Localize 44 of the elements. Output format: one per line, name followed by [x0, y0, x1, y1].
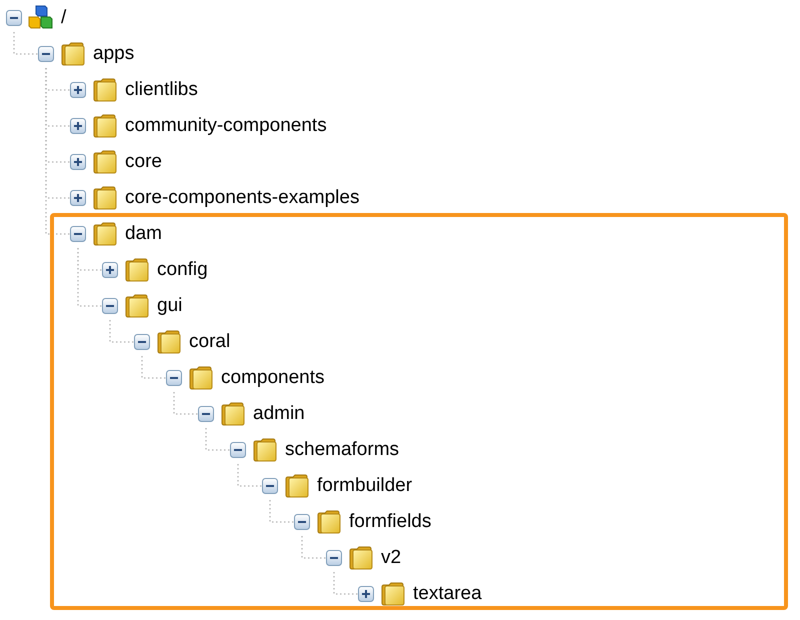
folder-name: formbuilder — [317, 475, 412, 497]
tree-item — [70, 220, 162, 248]
folder-name: formfields — [349, 511, 432, 533]
tree-item — [38, 40, 134, 68]
tree-item — [70, 112, 327, 140]
tree-item — [198, 400, 305, 428]
tree-item — [294, 508, 432, 536]
tree-item — [326, 544, 402, 572]
tree-item — [70, 184, 360, 212]
folder-name: v2 — [381, 547, 402, 569]
folder-name: gui — [157, 295, 182, 317]
tree-connector — [173, 392, 198, 415]
tree-connector — [205, 428, 230, 451]
folder-name: apps — [93, 43, 134, 65]
folder-name: components — [221, 367, 325, 389]
tree-item — [262, 472, 412, 500]
tree-connector — [301, 536, 326, 559]
folder-name: admin — [253, 403, 305, 425]
tree-item — [134, 328, 230, 356]
folder-name: core — [125, 151, 162, 173]
tree-item — [102, 292, 182, 320]
tree-item — [230, 436, 400, 464]
tree-item — [70, 148, 162, 176]
folder-name: config — [157, 259, 208, 281]
tree-connector — [109, 320, 134, 343]
tree-connector — [13, 32, 38, 55]
tree-item — [166, 364, 325, 392]
folder-name: textarea — [413, 583, 482, 605]
tree-connector — [237, 464, 262, 487]
tree-connector — [269, 500, 294, 523]
tree-item — [358, 580, 482, 608]
highlight-frame — [50, 213, 788, 610]
folder-name: core-components-examples — [125, 187, 360, 209]
folder-name: clientlibs — [125, 79, 198, 101]
tree-connector — [141, 356, 166, 379]
folder-name: / — [61, 7, 66, 29]
folder-name: community-components — [125, 115, 327, 137]
tree-connector — [77, 248, 102, 307]
tree-item — [102, 256, 208, 284]
folder-name: coral — [189, 331, 230, 353]
tree-connector — [333, 572, 358, 595]
tree-item — [70, 76, 198, 104]
folder-name: schemaforms — [285, 439, 400, 461]
folder-name: dam — [125, 223, 162, 245]
